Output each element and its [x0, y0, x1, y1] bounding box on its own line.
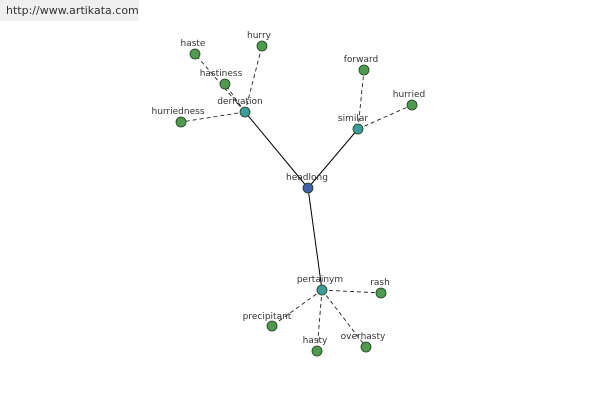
edge-similar-forward	[357, 69, 365, 130]
node-overhasty[interactable]	[360, 341, 372, 353]
edges-layer	[180, 45, 413, 352]
node-label-precipitant: precipitant	[243, 312, 292, 322]
edge-derivation-hurry	[244, 45, 263, 113]
node-forward[interactable]	[358, 64, 370, 76]
node-label-forward: forward	[344, 55, 379, 65]
edge-pertainym-hasty	[316, 289, 323, 352]
node-label-overhasty: overhasty	[341, 332, 386, 342]
edge-headlong-derivation	[244, 111, 309, 189]
node-label-derivation: derivation	[217, 97, 263, 107]
labels-layer: headlong derivation similar pertainym haste h…	[151, 31, 425, 346]
nodes-layer	[175, 40, 418, 357]
watermark-url: http://www.artikata.com	[0, 0, 139, 21]
node-hurried[interactable]	[406, 99, 418, 111]
node-pertainym[interactable]	[316, 284, 328, 296]
node-label-hurriedness: hurriedness	[151, 107, 204, 117]
node-label-similar: similar	[338, 114, 368, 124]
node-hasty[interactable]	[311, 345, 323, 357]
node-label-headlong: headlong	[286, 173, 328, 183]
edge-derivation-hurriedness	[180, 111, 246, 123]
edge-similar-hurried	[357, 104, 413, 130]
edge-pertainym-overhasty	[321, 289, 367, 348]
node-headlong[interactable]	[302, 182, 314, 194]
node-derivation[interactable]	[239, 106, 251, 118]
node-hurry[interactable]	[256, 40, 268, 52]
node-label-hastiness: hastiness	[200, 69, 243, 79]
edge-headlong-similar	[307, 128, 359, 189]
node-label-hasty: hasty	[303, 336, 328, 346]
node-label-haste: haste	[181, 39, 206, 49]
node-label-hurried: hurried	[393, 90, 425, 100]
edge-headlong-pertainym	[307, 187, 323, 291]
node-precipitant[interactable]	[266, 320, 278, 332]
node-label-rash: rash	[370, 278, 390, 288]
edge-pertainym-rash	[321, 289, 382, 294]
node-similar[interactable]	[352, 123, 364, 135]
edge-derivation-hastiness	[224, 83, 246, 113]
node-label-pertainym: pertainym	[297, 275, 343, 285]
node-rash[interactable]	[375, 287, 387, 299]
node-label-hurry: hurry	[247, 31, 272, 41]
node-hastiness[interactable]	[219, 78, 231, 90]
node-haste[interactable]	[189, 48, 201, 60]
edge-pertainym-precipitant	[271, 289, 323, 327]
node-hurriedness[interactable]	[175, 116, 187, 128]
